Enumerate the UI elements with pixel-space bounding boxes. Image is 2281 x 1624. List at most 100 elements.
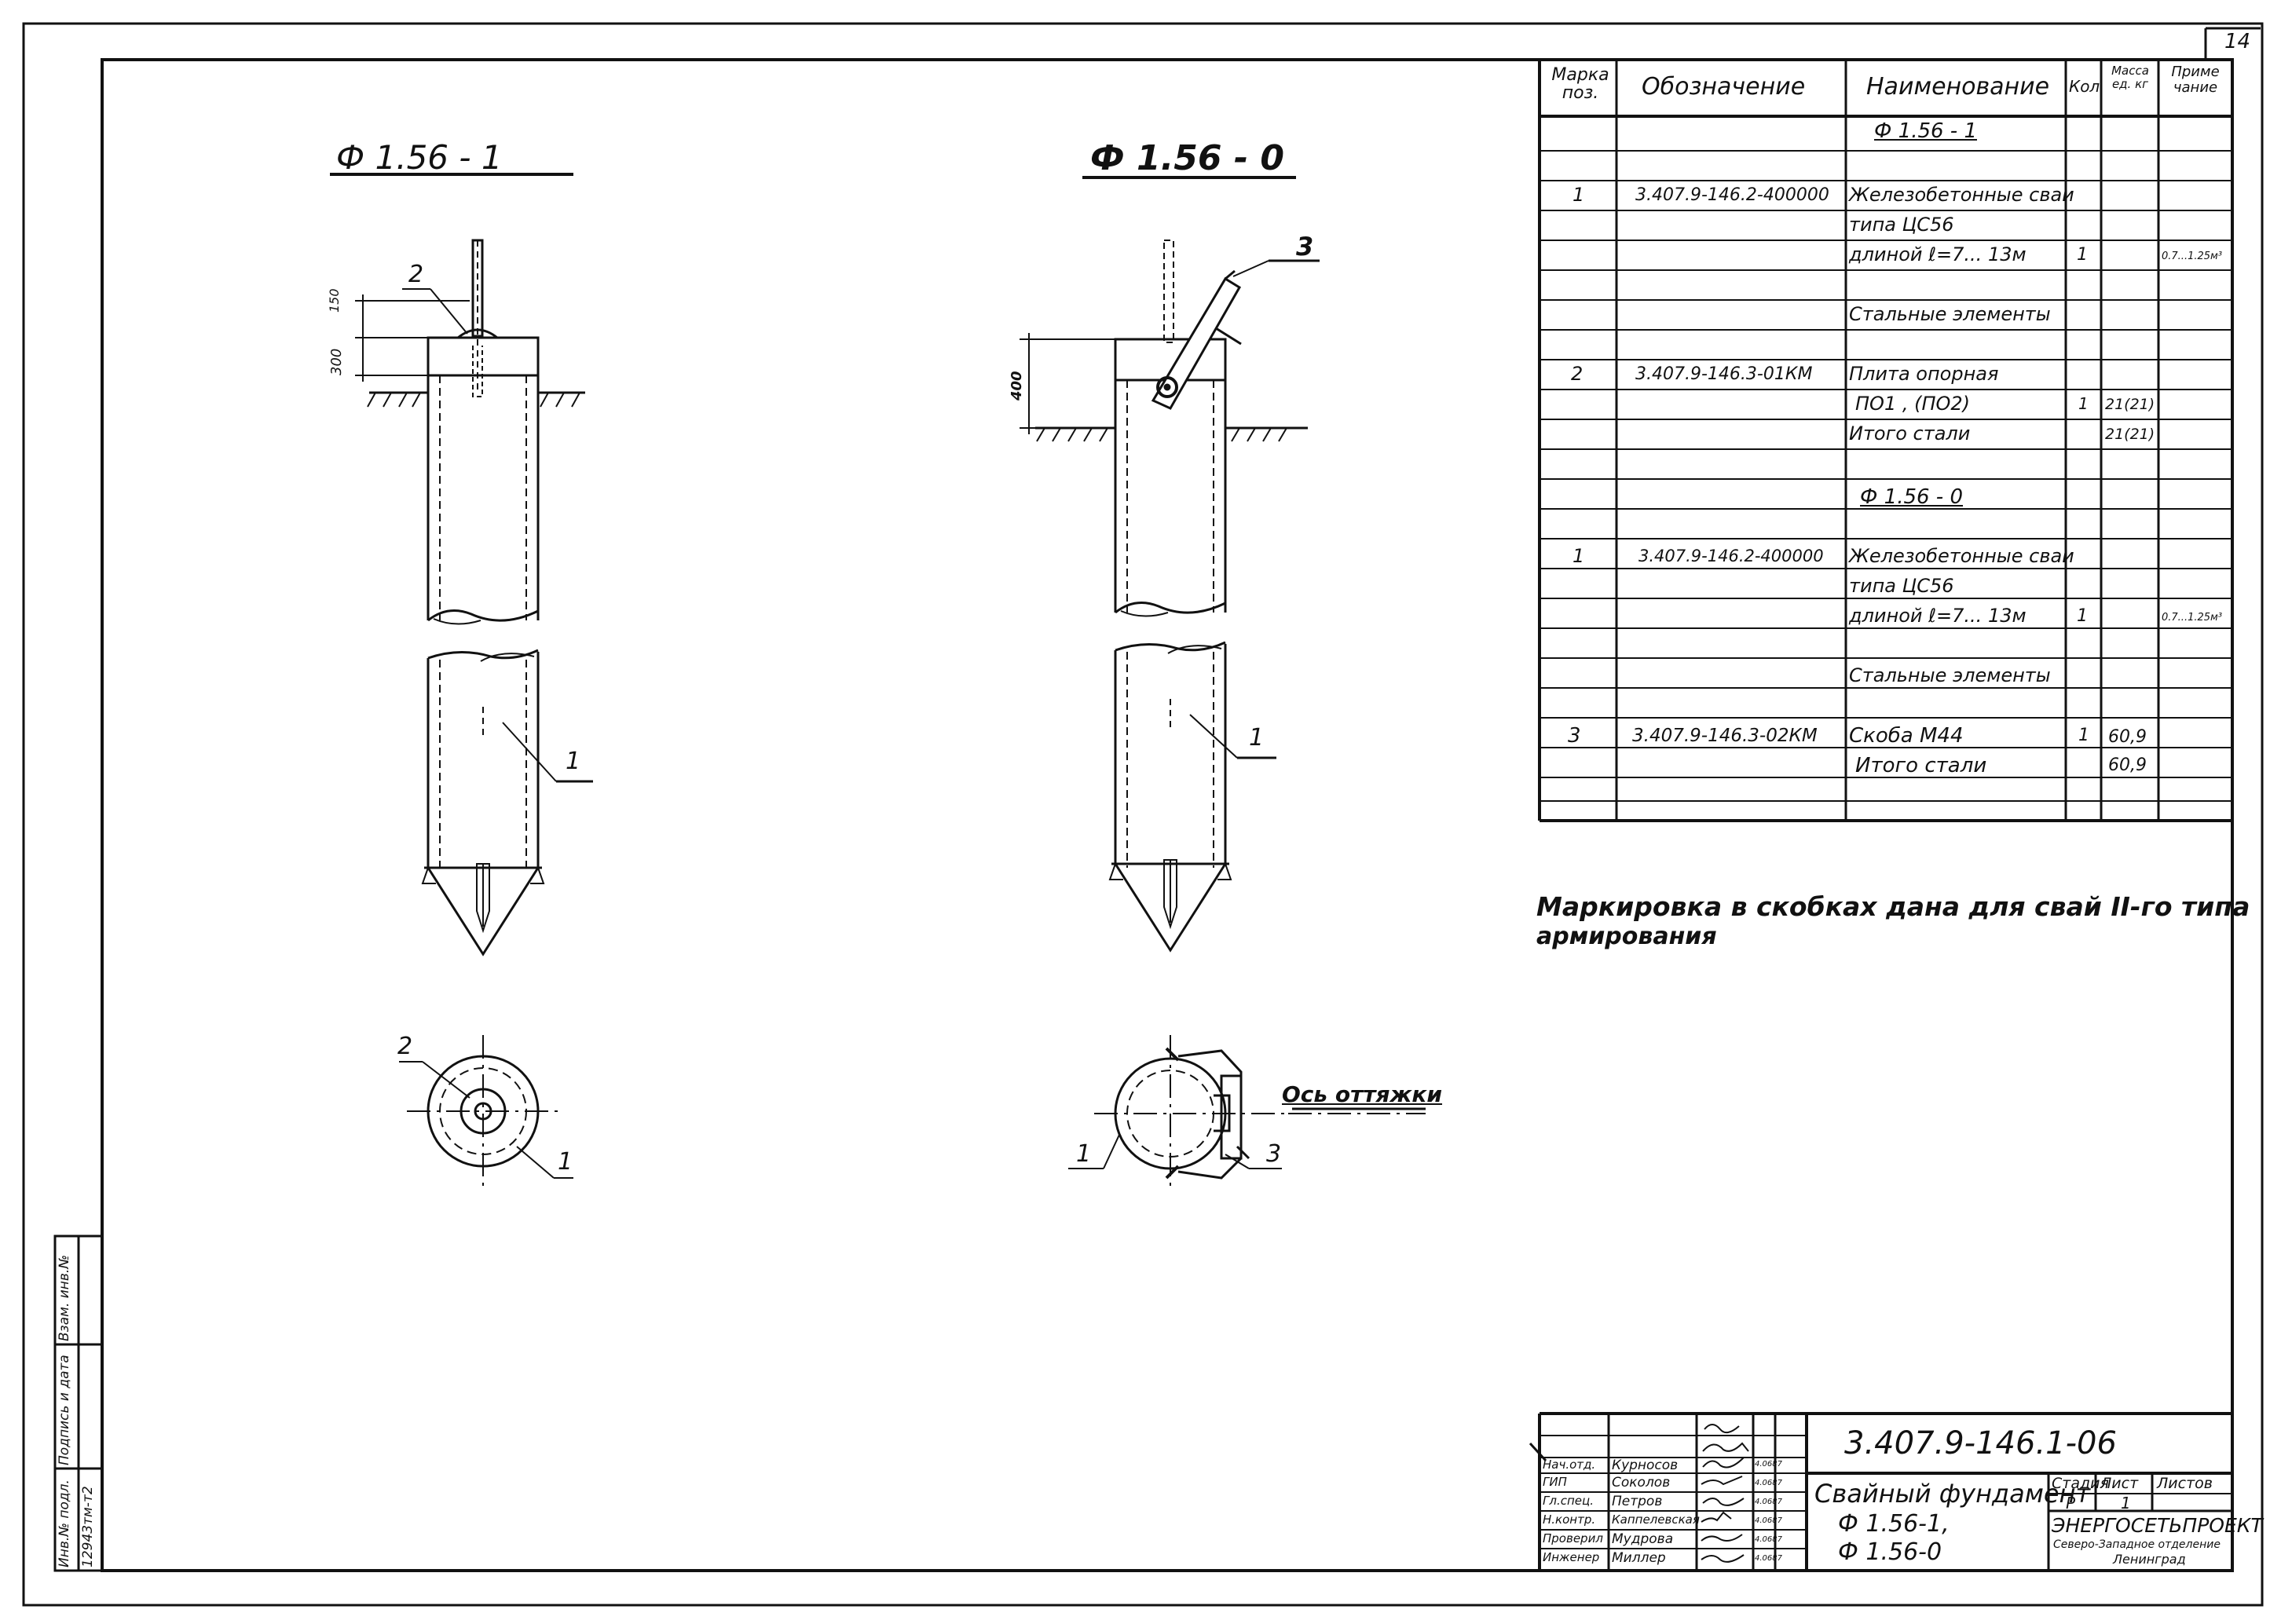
spec-header-mark: Марка поз. [1551,65,1609,104]
spec-cell-name: Стальные элементы [1849,303,2051,325]
spec-cell-name: ПО1 , (ПО2) [1855,393,1971,415]
people-date: 4.0687 [1755,1554,1782,1563]
callout-3-plan-right: 3 [1266,1140,1282,1168]
title-stage: Р [2066,1494,2076,1512]
people-name: Миллер [1612,1550,1666,1566]
people-role: ГИП [1543,1475,1567,1489]
spec-cell-mark: 1 [1573,184,1585,206]
callout-3-right: 3 [1296,232,1314,262]
left-view-title: Ф 1.56 - 1 [336,138,503,177]
spec-cell-mark: 1 [1573,545,1585,567]
title-sub-1: Ф 1.56-1, [1838,1510,1950,1538]
dim-400: 400 [1009,371,1025,401]
outer-border [22,22,2264,1607]
pile-right-elevation [1020,176,1320,953]
callout-1-plan-right: 1 [1076,1140,1092,1168]
spec-cell-mass: 21(21) [2105,396,2155,413]
spec-cell-name: Стальные элементы [1849,664,2051,686]
side-stamp-inv: Инв.№ подл. [57,1480,72,1567]
spec-cell-qty: 1 [2078,726,2089,745]
pile-left-plan [399,1035,573,1187]
spec-cell-note: 0.7...1.25м³ [2162,251,2223,262]
people-name: Каппелевская [1612,1512,1700,1527]
axis-label: Ось оттяжки [1282,1081,1443,1107]
spec-cell-mark: 3 [1568,724,1581,748]
spec-cell-mark: 2 [1571,363,1584,385]
people-date: 4.0687 [1755,1498,1782,1506]
title-sheet: 1 [2121,1494,2131,1512]
title-org-2: Северо-Западное отделение [2053,1538,2221,1551]
spec-header-designation: Обозначение [1642,73,1806,101]
spec-cell-name: Плита опорная [1849,363,1999,385]
title-block-grid [1529,1412,2232,1571]
spec-cell-name: Железобетонные сваи [1849,545,2074,567]
callout-2-plan: 2 [397,1033,413,1060]
spec-cell-designation: 3.407.9-146.3-01КМ [1635,364,1813,384]
spec-cell-qty: 1 [2077,245,2088,265]
spec-cell-name: Скоба М44 [1849,724,1964,748]
pile-left-elevation [330,173,593,956]
title-sheets-label: Листов [2157,1475,2213,1492]
side-stamp-grid [53,1234,104,1572]
people-name: Соколов [1612,1475,1671,1490]
sheet-number: 14 [2224,30,2251,53]
dim-150: 150 [327,288,342,313]
title-sheet-label: Лист [2100,1475,2139,1492]
people-role: Гл.спец. [1543,1494,1594,1508]
dim-300: 300 [328,348,345,375]
title-code: 3.407.9-146.1-06 [1844,1425,2117,1461]
spec-cell-name: Железобетонные сваи [1849,184,2074,206]
spec-cell-name: Итого стали [1849,422,1971,444]
spec-table-grid [1538,60,2232,822]
people-name: Мудрова [1612,1531,1674,1547]
side-stamp-sign: Подпись и дата [57,1355,72,1465]
title-sub-2: Ф 1.56-0 [1838,1538,1942,1566]
note-line-2: армирования [1536,923,1717,950]
side-stamp-vz: Взам. инв.№ [57,1254,72,1341]
people-role: Инженер [1543,1550,1600,1564]
spec-group-title-1: Ф 1.56 - 1 [1874,119,1977,143]
spec-cell-qty: 1 [2077,606,2088,626]
sheet-number-box [2204,27,2261,60]
people-date: 4.0687 [1755,1535,1782,1544]
spec-header-mass: Масса ед. кг [2111,64,2149,91]
people-name: Курносов [1612,1458,1679,1473]
title-org-3: Ленинград [2113,1552,2186,1567]
people-date: 4.0687 [1755,1479,1782,1487]
spec-cell-designation: 3.407.9-146.2-400000 [1635,185,1829,205]
spec-cell-name: типа ЦС56 [1849,575,1954,597]
spec-cell-qty: 1 [2078,394,2089,413]
spec-cell-mass: 60,9 [2108,727,2147,747]
pile-right-plan [1068,1035,1426,1192]
spec-cell-name: Итого стали [1855,754,1987,777]
title-org-1: ЭНЕРГОСЕТЬПРОЕКТ [2052,1514,2263,1537]
people-name: Петров [1612,1494,1663,1509]
right-view-title: Ф 1.56 - 0 [1090,138,1285,178]
people-date: 4.0687 [1755,1516,1782,1525]
spec-header-name: Наименование [1866,73,2050,101]
spec-cell-designation: 3.407.9-146.3-02КМ [1632,726,1818,746]
callout-1-plan-left: 1 [558,1148,573,1176]
callout-1-right: 1 [1249,724,1265,752]
spec-cell-name: длиной ℓ=7... 13м [1849,243,2027,265]
people-role: Н.контр. [1543,1512,1596,1527]
people-date: 4.0687 [1755,1460,1782,1469]
spec-cell-name: длиной ℓ=7... 13м [1849,605,2027,627]
spec-cell-mass: 21(21) [2105,426,2155,443]
spec-header-note: Приме чание [2171,64,2220,96]
callout-1-left: 1 [566,748,581,775]
inner-frame [101,58,2234,1572]
spec-cell-mass: 60,9 [2108,755,2147,775]
callout-2-left: 2 [408,261,424,288]
title-stage-label: Стадия [2052,1475,2109,1492]
spec-cell-name: типа ЦС56 [1849,214,1954,236]
title-name: Свайный фундамент [1814,1479,2091,1509]
spec-cell-designation: 3.407.9-146.2-400000 [1638,547,1824,565]
spec-cell-note: 0.7...1.25м³ [2162,612,2223,624]
people-role: Нач.отд. [1543,1458,1596,1472]
spec-group-title-2: Ф 1.56 - 0 [1860,485,1963,509]
note-line-1: Маркировка в скобках дана для свай II-го… [1536,891,2250,922]
side-stamp-inv-value: 12943тм-т2 [80,1486,96,1567]
spec-header-qty: Кол [2069,77,2100,96]
